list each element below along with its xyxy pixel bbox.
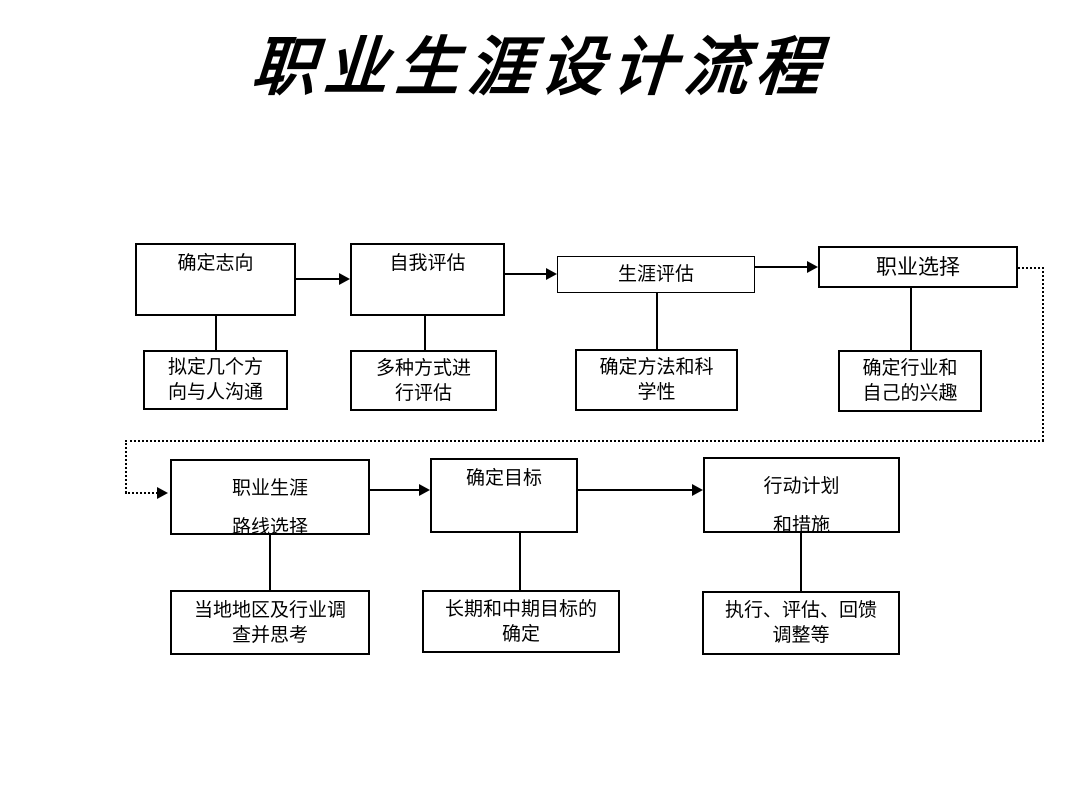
detail-execute-review-label: 执行、评估、回馈 调整等 [724, 599, 877, 646]
arrow-route-to-goals [419, 484, 430, 496]
connector-self-to-career-assessment [505, 273, 547, 275]
stage-set-goals-label: 确定目标 [465, 467, 542, 489]
arrow-goals-to-action [692, 484, 703, 496]
detail-local-survey[interactable]: 当地地区及行业调 查并思考 [170, 590, 370, 655]
connector-action-to-detail [800, 531, 802, 593]
page-title: 职业生涯设计流程 [249, 30, 831, 105]
connector-route-to-detail [269, 533, 271, 592]
detail-industry-interest-label: 确定行业和 自己的兴趣 [862, 357, 958, 404]
stage-career-choice[interactable]: 职业选择 [818, 246, 1018, 288]
arrow-aspiration-to-self [339, 273, 350, 285]
feedback-path-entry-segment [125, 492, 158, 494]
feedback-path-top-segment [1018, 267, 1044, 269]
connector-career-choice-to-detail [910, 286, 912, 352]
detail-goal-confirm[interactable]: 长期和中期目标的 确定 [422, 590, 620, 653]
connector-self-to-detail [424, 314, 426, 352]
connector-aspiration-to-self [296, 278, 340, 280]
connector-career-assessment-to-choice [755, 266, 808, 268]
detail-draft-directions-label: 拟定几个方 向与人沟通 [167, 356, 263, 403]
detail-execute-review[interactable]: 执行、评估、回馈 调整等 [702, 591, 900, 655]
arrow-career-assessment-to-choice [807, 261, 818, 273]
detail-industry-interest[interactable]: 确定行业和 自己的兴趣 [838, 350, 982, 412]
stage-action-plan-label: 行动计划 和措施 [763, 475, 840, 536]
stage-confirm-aspiration[interactable]: 确定志向 [135, 243, 296, 316]
connector-aspiration-to-detail [215, 314, 217, 352]
stage-set-goals[interactable]: 确定目标 [430, 458, 578, 533]
stage-confirm-aspiration-label: 确定志向 [177, 252, 254, 274]
connector-career-assessment-to-detail [656, 291, 658, 351]
stage-action-plan[interactable]: 行动计划 和措施 [703, 457, 900, 536]
detail-multiple-methods[interactable]: 多种方式进 行评估 [350, 350, 497, 411]
connector-route-to-goals [370, 489, 420, 491]
stage-career-route[interactable]: 职业生涯 路线选择 [170, 459, 370, 538]
arrow-feedback-to-career-route [157, 487, 168, 499]
detail-multiple-methods-label: 多种方式进 行评估 [375, 356, 471, 404]
detail-goal-confirm-label: 长期和中期目标的 确定 [444, 597, 597, 645]
stage-self-assessment-label: 自我评估 [389, 252, 466, 274]
feedback-path-right-segment [1042, 267, 1044, 441]
connector-goals-to-action [578, 489, 693, 491]
stage-self-assessment[interactable]: 自我评估 [350, 243, 505, 316]
stage-career-choice-label: 职业选择 [876, 254, 960, 279]
feedback-path-left-segment [125, 440, 127, 493]
stage-career-route-label: 职业生涯 路线选择 [231, 477, 308, 538]
stage-career-assessment[interactable]: 生涯评估 [557, 256, 755, 293]
stage-career-assessment-label: 生涯评估 [617, 263, 694, 286]
arrow-self-to-career-assessment [546, 268, 557, 280]
detail-method-science-label: 确定方法和科 学性 [599, 356, 714, 403]
detail-local-survey-label: 当地地区及行业调 查并思考 [193, 598, 346, 646]
detail-draft-directions[interactable]: 拟定几个方 向与人沟通 [143, 350, 288, 410]
feedback-path-bottom-segment [125, 440, 1044, 442]
detail-method-science[interactable]: 确定方法和科 学性 [575, 349, 738, 411]
connector-goals-to-detail [519, 531, 521, 592]
